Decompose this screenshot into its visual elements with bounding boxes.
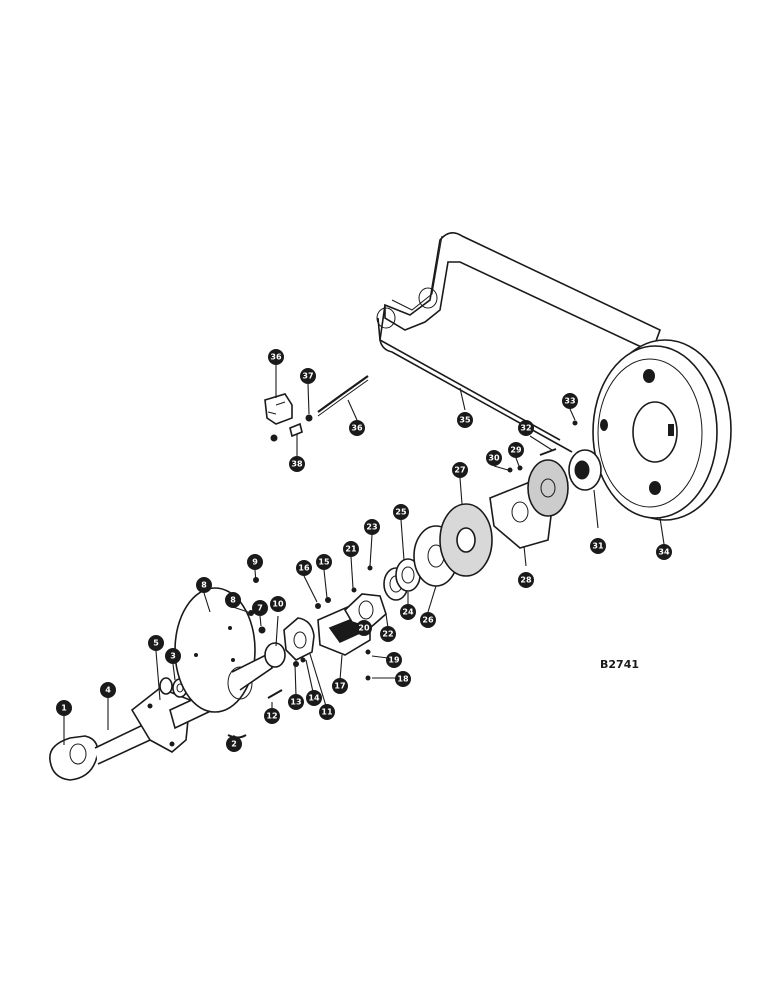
- svg-text:18: 18: [397, 675, 409, 684]
- callout-33: 33: [562, 393, 578, 409]
- svg-text:4: 4: [105, 686, 111, 695]
- callout-38: 38: [289, 456, 305, 472]
- callout-21: 21: [343, 541, 359, 557]
- callout-11: 11: [319, 704, 335, 720]
- callout-31: 31: [590, 538, 606, 554]
- svg-text:22: 22: [382, 630, 393, 639]
- callout-15: 15: [316, 554, 332, 570]
- callout-29: 29: [508, 442, 524, 458]
- svg-text:36: 36: [270, 353, 282, 362]
- drive-belt: [376, 232, 662, 453]
- svg-text:23: 23: [366, 523, 377, 532]
- drawing-reference-code: B2741: [600, 658, 639, 671]
- callout-8-disc: 8: [196, 577, 212, 593]
- callout-36-bracket: 36: [268, 349, 284, 365]
- callout-3: 3: [165, 648, 181, 664]
- callout-17: 17: [332, 678, 348, 694]
- svg-text:35: 35: [459, 416, 471, 425]
- callout-28: 28: [518, 572, 534, 588]
- svg-text:14: 14: [308, 694, 320, 703]
- svg-text:24: 24: [402, 608, 414, 617]
- svg-text:10: 10: [272, 600, 284, 609]
- svg-text:27: 27: [454, 466, 465, 475]
- callout-19: 19: [386, 652, 402, 668]
- callout-8-bolt: 8: [225, 592, 241, 608]
- large-disc-plate: [174, 587, 273, 739]
- callout-34: 34: [656, 544, 672, 560]
- svg-text:21: 21: [345, 545, 357, 554]
- leader-lines: [63, 365, 665, 745]
- svg-text:20: 20: [358, 624, 370, 633]
- callout-5: 5: [148, 635, 164, 651]
- svg-text:15: 15: [318, 558, 330, 567]
- callout-1: 1: [56, 700, 72, 716]
- svg-text:8: 8: [230, 596, 236, 605]
- callout-16: 16: [296, 560, 312, 576]
- callout-36-rod: 36: [349, 420, 365, 436]
- callout-13: 13: [288, 694, 304, 710]
- guard-bracket-parts: [264, 375, 369, 442]
- svg-text:37: 37: [302, 372, 313, 381]
- svg-text:1: 1: [61, 704, 67, 713]
- callout-20: 20: [356, 620, 372, 636]
- svg-text:26: 26: [422, 616, 434, 625]
- callout-25: 25: [393, 504, 409, 520]
- svg-text:32: 32: [520, 424, 531, 433]
- svg-text:28: 28: [520, 576, 532, 585]
- svg-text:33: 33: [564, 397, 575, 406]
- svg-text:9: 9: [252, 558, 258, 567]
- large-pulley: [592, 339, 732, 521]
- callout-30: 30: [486, 450, 502, 466]
- svg-text:8: 8: [201, 581, 207, 590]
- callout-10: 10: [270, 596, 286, 612]
- svg-text:29: 29: [510, 446, 522, 455]
- callout-14: 14: [306, 690, 322, 706]
- callout-26: 26: [420, 612, 436, 628]
- callout-24: 24: [400, 604, 416, 620]
- svg-text:34: 34: [658, 548, 670, 557]
- callout-7: 7: [252, 600, 268, 616]
- callout-22: 22: [380, 626, 396, 642]
- svg-text:5: 5: [153, 639, 159, 648]
- svg-text:38: 38: [291, 460, 303, 469]
- callout-23: 23: [364, 519, 380, 535]
- svg-text:19: 19: [388, 656, 400, 665]
- svg-text:3: 3: [170, 652, 176, 661]
- callout-2: 2: [226, 736, 242, 752]
- callout-27: 27: [452, 462, 468, 478]
- callout-35: 35: [457, 412, 473, 428]
- svg-text:25: 25: [395, 508, 407, 517]
- callout-32: 32: [518, 420, 534, 436]
- callout-37: 37: [300, 368, 316, 384]
- callout-9: 9: [247, 554, 263, 570]
- svg-text:36: 36: [351, 424, 363, 433]
- washer-stack: [383, 459, 569, 601]
- svg-text:7: 7: [257, 604, 263, 613]
- pulley-hub: [539, 420, 602, 491]
- callout-18: 18: [395, 671, 411, 687]
- svg-text:31: 31: [592, 542, 604, 551]
- svg-text:17: 17: [334, 682, 345, 691]
- svg-text:13: 13: [290, 698, 301, 707]
- svg-text:2: 2: [231, 740, 237, 749]
- svg-text:12: 12: [266, 712, 277, 721]
- small-hardware: [248, 577, 315, 699]
- svg-text:11: 11: [321, 708, 333, 717]
- svg-text:16: 16: [298, 564, 310, 573]
- callout-12: 12: [264, 708, 280, 724]
- callout-4: 4: [100, 682, 116, 698]
- svg-text:30: 30: [488, 454, 500, 463]
